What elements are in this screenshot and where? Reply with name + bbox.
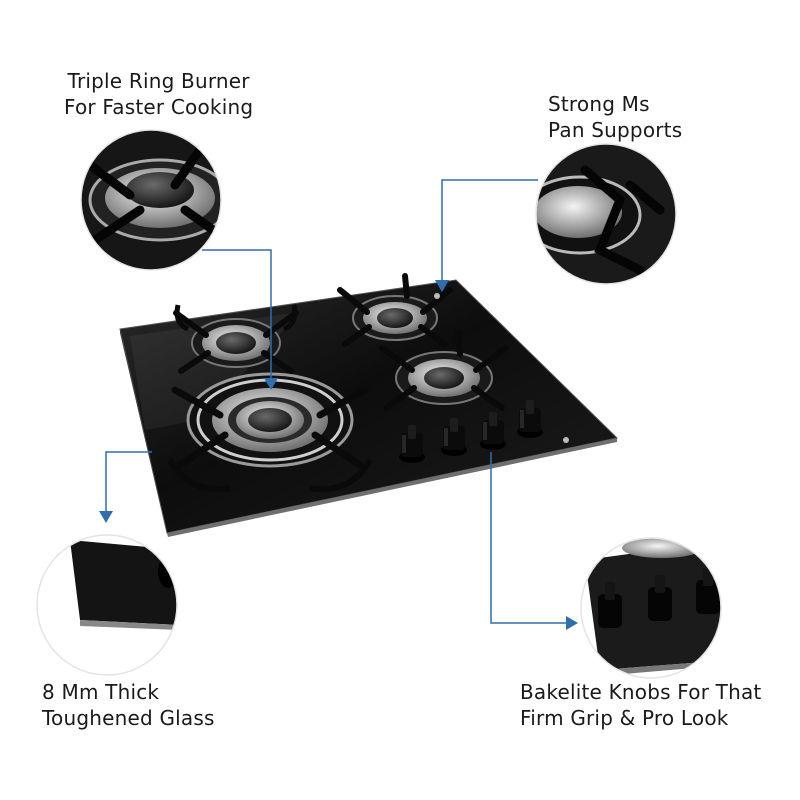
arrow-head-icon (435, 280, 449, 292)
caption-line: Firm Grip & Pro Look (520, 706, 729, 730)
caption-line: Triple Ring Burner (67, 69, 250, 93)
leader-line-knobs (490, 452, 567, 624)
knob (480, 412, 506, 450)
caption-line: Strong Ms (548, 92, 650, 116)
knob (399, 425, 425, 463)
caption-pan-supports: Strong Ms Pan Supports (548, 91, 682, 143)
zoom-toughened-glass (36, 534, 178, 676)
caption-triple-ring-burner: Triple Ring Burner For Faster Cooking (64, 68, 253, 120)
control-knobs (399, 293, 569, 463)
leader-lines (99, 179, 578, 630)
caption-line: For Faster Cooking (64, 95, 254, 119)
leader-line-pan-supports (441, 179, 538, 282)
burner-front-left-triple-ring (167, 372, 373, 493)
caption-line: Toughened Glass (42, 706, 215, 730)
caption-toughened-glass: 8 Mm Thick Toughened Glass (42, 679, 215, 731)
brand-logo (563, 437, 569, 443)
leader-line-glass (105, 451, 152, 512)
arrow-head-icon (99, 511, 113, 523)
leader-line-triple-ring (202, 249, 272, 378)
knob (517, 400, 543, 438)
zoom-pan-supports (535, 143, 677, 285)
zoom-bakelite-knobs (580, 537, 722, 679)
arrow-head-icon (566, 616, 578, 630)
caption-line: Pan Supports (548, 118, 683, 142)
burner-front-right (379, 329, 509, 411)
knob (441, 418, 467, 456)
burner-back-left (173, 304, 299, 374)
caption-line: Bakelite Knobs For That (520, 680, 762, 704)
brand-logo (434, 293, 440, 299)
burner-back-right (337, 273, 453, 347)
zoom-triple-ring-burner (80, 129, 222, 271)
caption-bakelite-knobs: Bakelite Knobs For That Firm Grip & Pro … (520, 679, 761, 731)
caption-line: 8 Mm Thick (42, 680, 160, 704)
arrow-head-icon (264, 378, 278, 390)
